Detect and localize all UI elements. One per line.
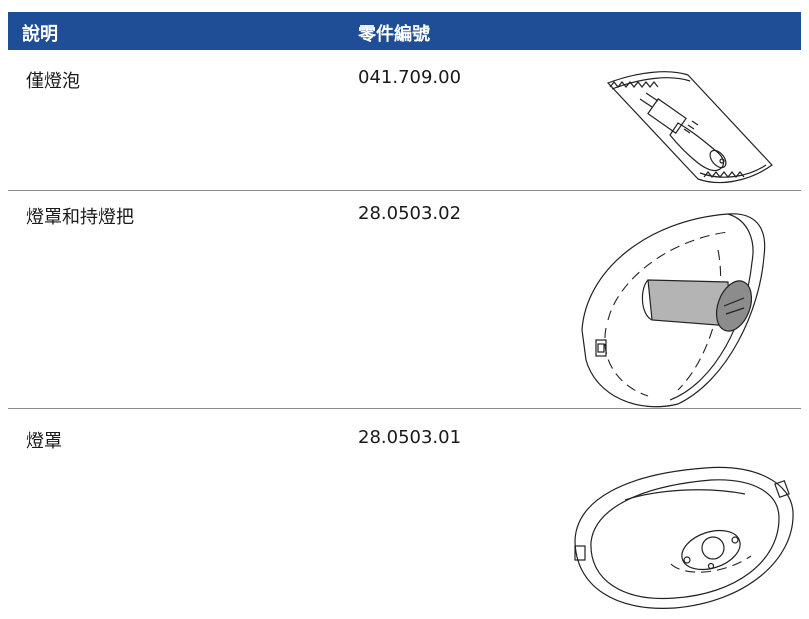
row-description: 僅燈泡 xyxy=(26,71,80,92)
header-description: 說明 xyxy=(22,24,58,45)
header-part-number: 零件編號 xyxy=(358,24,430,45)
table-row: 燈罩 28.0503.01 xyxy=(8,409,801,619)
row-part-number: 041.709.00 xyxy=(358,67,462,88)
row-divider xyxy=(8,190,801,191)
table-row: 僅燈泡 041.709.00 xyxy=(8,50,801,190)
bulb-package-illustration xyxy=(606,71,773,184)
row-description: 燈罩 xyxy=(26,431,62,452)
row-part-number: 28.0503.02 xyxy=(358,203,462,224)
row-part-number: 28.0503.01 xyxy=(358,427,462,448)
table-header: 說明 零件編號 xyxy=(8,12,801,50)
row-description: 燈罩和持燈把 xyxy=(26,207,134,228)
row-divider xyxy=(8,408,801,409)
lamp-cover-with-holder-illustration xyxy=(581,213,766,408)
lamp-cover-illustration xyxy=(574,466,794,609)
table-row: 燈罩和持燈把 28.0503.02 xyxy=(8,191,801,408)
